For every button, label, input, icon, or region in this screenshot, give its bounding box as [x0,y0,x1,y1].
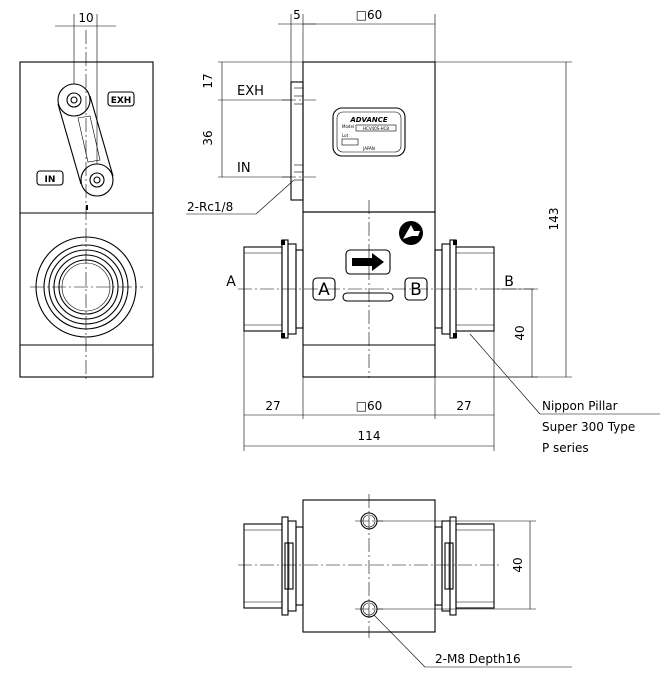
port-b-badge-text: B [410,280,422,300]
dim-body-width: □60 [356,399,383,413]
nameplate-model-label: Model [342,124,354,129]
nameplate: ADVANCE Model HCV40S-HC8 Lot JAPAN [332,107,406,157]
port-thread-callout: 2-Rc1/8 [187,200,233,214]
port-face [35,236,137,338]
exh-port-label: EXH [237,84,264,99]
dim-height: 143 [547,208,561,231]
side-in-badge [36,170,64,186]
brand-logo [399,221,423,245]
side-in-badge-text: IN [45,175,56,185]
center-slot [342,292,394,302]
front-view: ADVANCE Model HCV40S-HC8 Lot JAPAN A B [186,8,660,455]
fitting-callout-line2: Super 300 Type [542,420,635,434]
side-exh-badge [107,91,135,107]
flow-arrow [345,249,391,275]
dim-top-width: □60 [356,8,383,22]
dim-exh-spacing: 17 [201,73,215,88]
dim-overall-length: 114 [358,429,381,443]
side-view: EXH IN 10 [19,11,154,382]
port-a-badge-text: A [318,280,330,300]
side-view-body [19,61,154,378]
mount-holes-callout: 2-M8 Depth16 [435,652,521,666]
nameplate-brand: ADVANCE [349,116,388,124]
nameplate-country: JAPAN [362,146,375,151]
in-port-label: IN [237,161,251,176]
dim-port-offset: 5 [293,8,301,22]
side-a-label: A [226,274,236,290]
fitting-callout-line3: P series [542,441,589,455]
side-exh-badge-text: EXH [111,96,132,106]
nameplate-lot-label: Lot [342,133,349,138]
manual-lever [57,83,114,197]
bottom-view: 40 2-M8 Depth16 [238,494,572,668]
front-upper-block [302,61,436,213]
fitting-callout-line1: Nippon Pillar [542,399,618,413]
dim-center-height: 40 [513,325,527,340]
dim-lever-spacing: 10 [78,11,93,25]
dim-bottom-height: 40 [511,557,525,572]
dim-left-fitting: 27 [265,399,280,413]
dim-right-fitting: 27 [456,399,471,413]
nameplate-model-value: HCV40S-HC8 [363,126,389,131]
dim-in-spacing: 36 [201,130,215,145]
side-b-label: B [504,274,514,290]
side-view-index-mark [86,205,88,210]
port-strip [290,81,304,201]
